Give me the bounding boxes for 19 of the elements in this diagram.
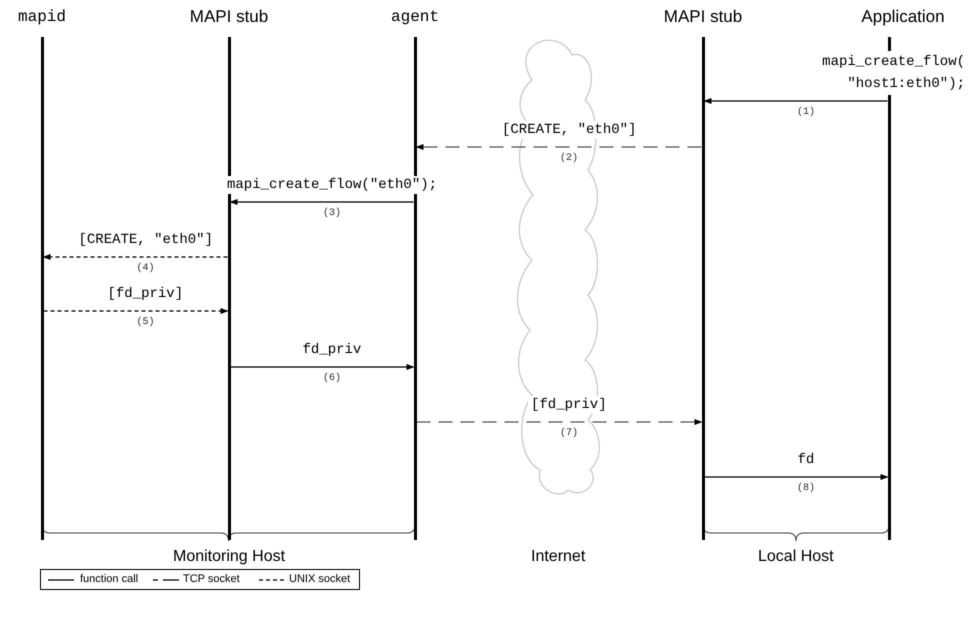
message-arrow bbox=[230, 364, 414, 370]
group-label: Monitoring Host bbox=[173, 548, 286, 566]
group-label: Internet bbox=[531, 548, 586, 566]
message-arrow bbox=[42, 254, 228, 260]
lifeline-title: mapid bbox=[16, 7, 67, 28]
message-arrow bbox=[416, 144, 702, 150]
message-arrow bbox=[44, 308, 228, 314]
group-label: Local Host bbox=[758, 548, 834, 566]
message-arrow bbox=[230, 199, 414, 205]
message-arrow bbox=[416, 419, 702, 425]
legend-text: UNIX socket bbox=[289, 572, 350, 587]
legend-text: TCP socket bbox=[183, 572, 240, 587]
lifeline-title: Application bbox=[860, 6, 946, 28]
lifeline-title: agent bbox=[390, 7, 440, 28]
message-arrow bbox=[704, 474, 888, 480]
legend-text: function call bbox=[80, 572, 138, 587]
lifeline-title: MAPI stub bbox=[662, 6, 744, 28]
message-arrow bbox=[704, 98, 888, 104]
lifeline-title: MAPI stub bbox=[188, 6, 270, 28]
